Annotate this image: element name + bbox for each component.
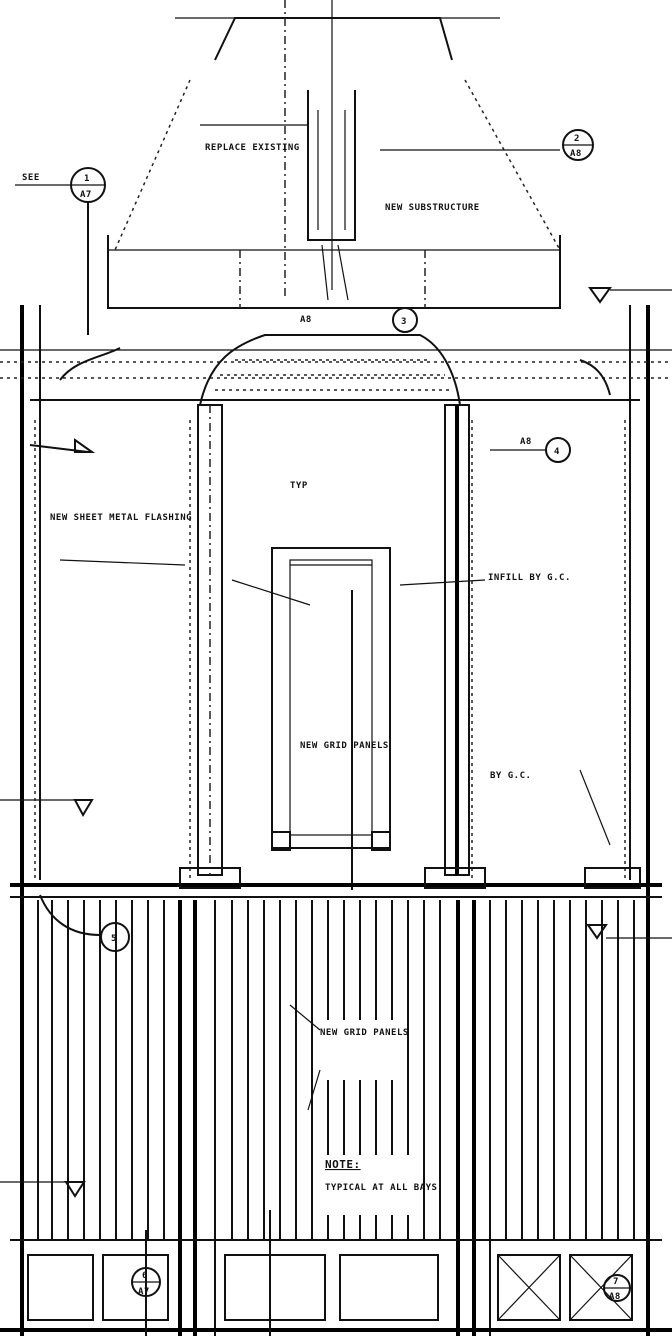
svg-text:1: 1 bbox=[84, 174, 90, 184]
center-window bbox=[271, 547, 391, 890]
detail-marker-7[interactable]: 7 A8 bbox=[603, 1274, 631, 1302]
right-panel-note: INFILL BY G.C. bbox=[488, 573, 571, 583]
elevation-marker-left-lower bbox=[73, 799, 94, 818]
lower-grid-panels bbox=[10, 900, 662, 1336]
svg-text:7: 7 bbox=[613, 1277, 619, 1287]
note-heading: NOTE: bbox=[325, 1158, 361, 1171]
lower-note: NEW GRID PANELS bbox=[320, 1028, 409, 1038]
svg-text:6: 6 bbox=[142, 1271, 148, 1281]
elevation-marker-left bbox=[74, 438, 96, 453]
elevation-marker-bottom-left bbox=[64, 1181, 86, 1198]
svg-text:A7: A7 bbox=[138, 1287, 150, 1297]
lower-note-backing bbox=[318, 1020, 406, 1080]
column-note: BY G.C. bbox=[490, 771, 531, 781]
svg-text:3: 3 bbox=[401, 317, 407, 327]
svg-text:A8: A8 bbox=[609, 1292, 621, 1302]
detail-marker-4[interactable]: 4 bbox=[545, 437, 571, 463]
top-center-note: NEW SUBSTRUCTURE bbox=[385, 203, 480, 213]
svg-text:4: 4 bbox=[554, 447, 560, 457]
pier-left bbox=[197, 404, 223, 876]
svg-text:5: 5 bbox=[111, 934, 117, 944]
elevation-marker-right bbox=[586, 924, 608, 940]
sill-beam bbox=[10, 867, 662, 936]
top-left-callout-text: SEE bbox=[22, 173, 40, 183]
svg-text:A8: A8 bbox=[300, 315, 312, 325]
note-block-backing bbox=[322, 1155, 412, 1215]
note-body: TYPICAL AT ALL BAYS bbox=[325, 1183, 437, 1193]
svg-text:A8: A8 bbox=[570, 149, 582, 159]
center-label: TYP bbox=[290, 481, 308, 491]
svg-text:2: 2 bbox=[574, 134, 580, 144]
left-panel-note: NEW SHEET METAL FLASHING bbox=[50, 513, 192, 523]
elevation-marker-top-right bbox=[588, 287, 612, 304]
upper-cornice bbox=[107, 0, 561, 309]
svg-text:A8: A8 bbox=[520, 437, 532, 447]
detail-marker-1[interactable]: 1 A7 bbox=[70, 167, 106, 203]
svg-text:A7: A7 bbox=[80, 190, 92, 200]
detail-marker-3[interactable]: 3 A8 bbox=[300, 307, 418, 333]
base-panels bbox=[0, 1254, 672, 1332]
lintel-note: REPLACE EXISTING bbox=[205, 143, 300, 153]
detail-marker-2[interactable]: 2 A8 bbox=[562, 129, 594, 161]
center-arch bbox=[59, 334, 611, 406]
facade-frame bbox=[0, 305, 672, 1336]
pier-right bbox=[444, 404, 470, 876]
center-pier-note: NEW GRID PANELS bbox=[300, 741, 389, 751]
